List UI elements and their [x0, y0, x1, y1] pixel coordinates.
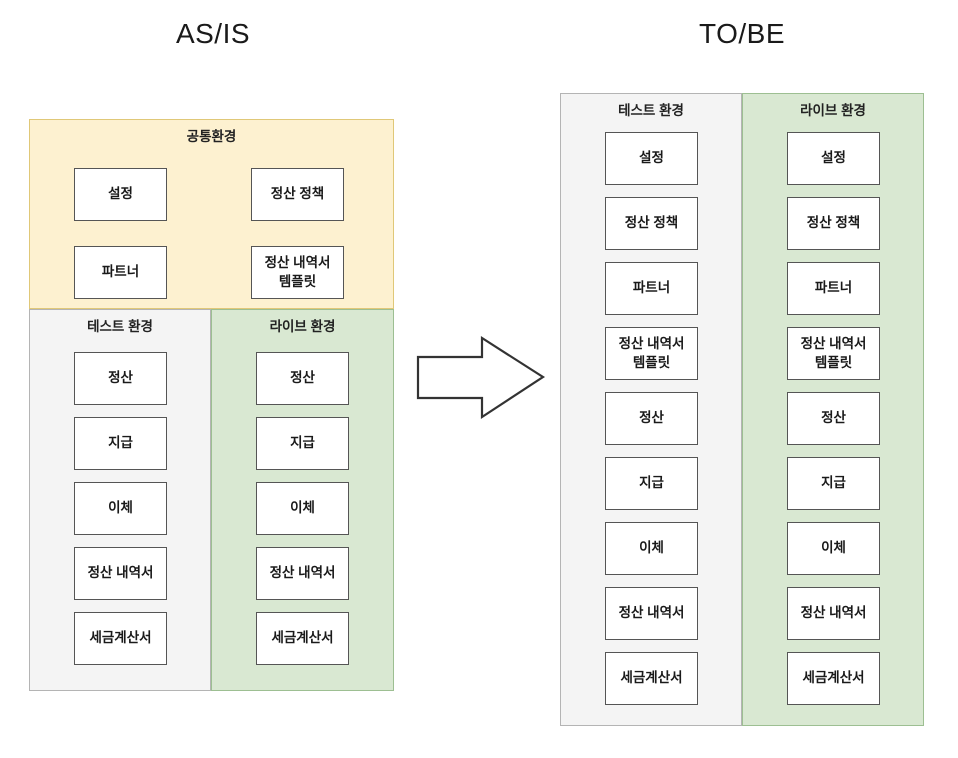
tobe-live-item-0[interactable]: 설정 [787, 132, 880, 185]
asis-live-item-4[interactable]: 세금계산서 [256, 612, 349, 665]
tobe-test-item-5[interactable]: 지급 [605, 457, 698, 510]
tobe-zone-live-label: 라이브 환경 [800, 103, 866, 118]
tobe-live-item-6[interactable]: 이체 [787, 522, 880, 575]
tobe-live-item-5[interactable]: 지급 [787, 457, 880, 510]
asis-live-item-2[interactable]: 이체 [256, 482, 349, 535]
tobe-live-item-1[interactable]: 정산 정책 [787, 197, 880, 250]
tobe-zone-test-environment: 테스트 환경 설정 정산 정책 파트너 정산 내역서 템플릿 정산 지급 이체 … [560, 93, 742, 726]
asis-live-item-0[interactable]: 정산 [256, 352, 349, 405]
asis-zone-live-label: 라이브 환경 [269, 319, 336, 334]
asis-test-item-0[interactable]: 정산 [74, 352, 167, 405]
asis-zone-test-label: 테스트 환경 [87, 319, 153, 334]
tobe-live-item-7[interactable]: 정산 내역서 [787, 587, 880, 640]
asis-section-title: AS/IS [175, 18, 251, 49]
tobe-test-item-4[interactable]: 정산 [605, 392, 698, 445]
right-arrow-icon [416, 335, 546, 420]
tobe-zone-test-label: 테스트 환경 [618, 103, 684, 118]
asis-common-item-2[interactable]: 파트너 [74, 246, 167, 299]
asis-diagram: 공통환경 설정 정산 정책 파트너 정산 내역서 템플릿 테스트 환경 정산 지… [29, 119, 394, 691]
asis-live-item-1[interactable]: 지급 [256, 417, 349, 470]
asis-live-item-3[interactable]: 정산 내역서 [256, 547, 349, 600]
tobe-test-item-6[interactable]: 이체 [605, 522, 698, 575]
tobe-zone-live-environment: 라이브 환경 설정 정산 정책 파트너 정산 내역서 템플릿 정산 지급 이체 … [742, 93, 924, 726]
tobe-test-item-7[interactable]: 정산 내역서 [605, 587, 698, 640]
tobe-test-item-3[interactable]: 정산 내역서 템플릿 [605, 327, 698, 380]
tobe-test-item-8[interactable]: 세금계산서 [605, 652, 698, 705]
asis-zone-common-environment: 공통환경 설정 정산 정책 파트너 정산 내역서 템플릿 [29, 119, 394, 309]
tobe-live-item-2[interactable]: 파트너 [787, 262, 880, 315]
asis-test-item-1[interactable]: 지급 [74, 417, 167, 470]
asis-zone-common-label: 공통환경 [186, 129, 237, 144]
tobe-test-item-1[interactable]: 정산 정책 [605, 197, 698, 250]
asis-test-item-2[interactable]: 이체 [74, 482, 167, 535]
tobe-test-item-2[interactable]: 파트너 [605, 262, 698, 315]
tobe-test-item-0[interactable]: 설정 [605, 132, 698, 185]
asis-test-item-3[interactable]: 정산 내역서 [74, 547, 167, 600]
tobe-section-title: TO/BE [698, 18, 785, 49]
tobe-live-item-3[interactable]: 정산 내역서 템플릿 [787, 327, 880, 380]
tobe-diagram: 테스트 환경 설정 정산 정책 파트너 정산 내역서 템플릿 정산 지급 이체 … [560, 93, 924, 726]
asis-common-item-3[interactable]: 정산 내역서 템플릿 [251, 246, 344, 299]
asis-zone-live-environment: 라이브 환경 정산 지급 이체 정산 내역서 세금계산서 [211, 309, 394, 691]
asis-common-item-0[interactable]: 설정 [74, 168, 167, 221]
asis-common-item-1[interactable]: 정산 정책 [251, 168, 344, 221]
asis-test-item-4[interactable]: 세금계산서 [74, 612, 167, 665]
asis-zone-test-environment: 테스트 환경 정산 지급 이체 정산 내역서 세금계산서 [29, 309, 211, 691]
tobe-live-item-4[interactable]: 정산 [787, 392, 880, 445]
transition-arrow-container [416, 330, 546, 425]
tobe-live-item-8[interactable]: 세금계산서 [787, 652, 880, 705]
